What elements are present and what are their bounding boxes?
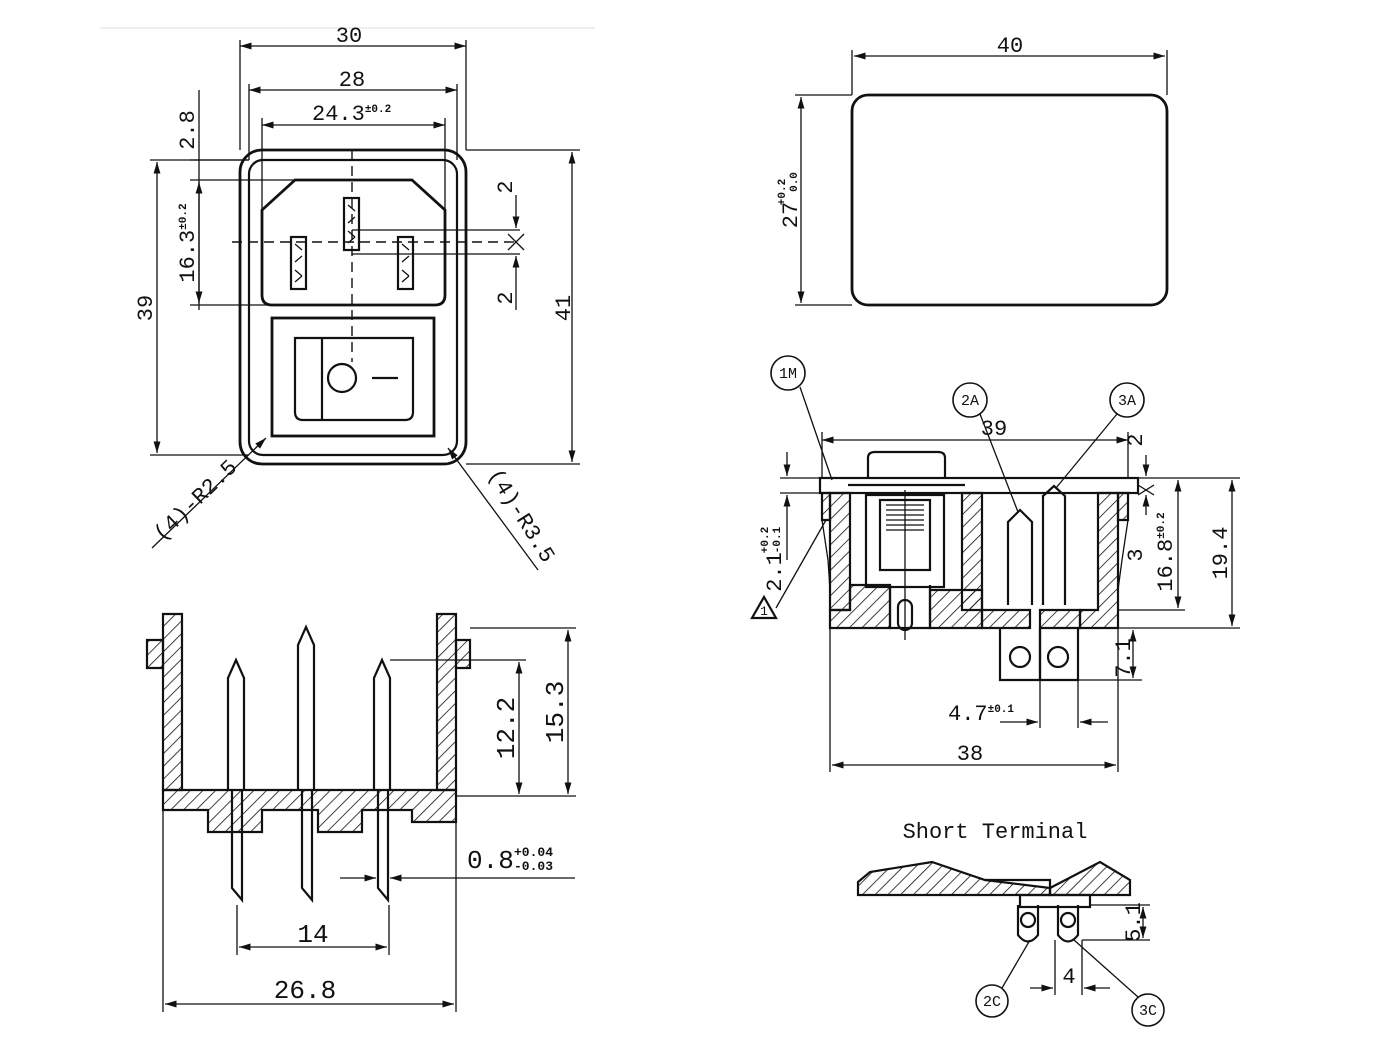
dim-top-height-tol-minus: 0.0 xyxy=(789,172,801,192)
dim-side-39: 39 xyxy=(981,417,1007,442)
callout-2c: 2C xyxy=(983,994,1001,1011)
dim-short-4: 4 xyxy=(1062,965,1075,990)
side-view: 1M 2A 3A 39 2 16.8±0.2 19.4 3 xyxy=(750,355,1240,772)
dim-top-height-tol-plus: +0.2 xyxy=(777,179,789,205)
dim-side-2-1: 2.1 xyxy=(763,552,788,592)
dim-side-2-1-tol-minus: -0.1 xyxy=(772,526,784,553)
dim-pin-thickness-tol-minus: -0.03 xyxy=(514,859,553,874)
inlet-pin-centre xyxy=(342,196,361,252)
dim-pin-thickness-tol-plus: +0.04 xyxy=(514,845,553,860)
dim-side-16-8: 16.8±0.2 xyxy=(1154,512,1179,591)
dim-side-7-1: 7.1 xyxy=(1112,638,1137,678)
inlet-pin-right xyxy=(396,235,415,291)
dim-side-19-4: 19.4 xyxy=(1209,527,1234,580)
top-view: 40 27 +0.2 0.0 xyxy=(777,34,1169,307)
dim-top-height: 27 xyxy=(779,202,804,228)
dim-depth-15-3: 15.3 xyxy=(541,681,571,743)
dim-short-5-1: 5.1 xyxy=(1122,902,1147,942)
callout-3a: 3A xyxy=(1118,393,1136,410)
dim-inlet-height: 16.3±0.2 xyxy=(176,203,201,282)
front-view: 30 28 24.3±0.2 2.8 16.3±0.2 39 41 xyxy=(134,24,580,571)
inlet-outline xyxy=(260,178,447,307)
section-pin-right xyxy=(372,657,392,904)
section-pin-centre xyxy=(296,624,316,904)
callout-2a: 2A xyxy=(961,393,979,410)
short-terminal-title: Short Terminal xyxy=(903,820,1088,845)
top-view-outline xyxy=(850,93,1169,307)
side-section-view: 12.2 15.3 0.8 +0.04 -0.03 14 26.8 xyxy=(145,612,576,1012)
switch-frame xyxy=(270,316,436,438)
dim-side-2: 2 xyxy=(1124,433,1149,446)
section-pin-left xyxy=(226,657,246,904)
dim-pin-thickness: 0.8 xyxy=(467,846,514,876)
dim-width-28: 28 xyxy=(339,68,365,93)
warning-number: 1 xyxy=(760,604,768,619)
terminal-2a xyxy=(1006,508,1034,605)
inlet-pin-left xyxy=(289,235,308,291)
dim-side-4-7: 4.7±0.1 xyxy=(948,702,1014,727)
callout-1m: 1M xyxy=(779,366,797,383)
dim-top-width: 40 xyxy=(997,34,1023,59)
warning-triangle xyxy=(750,594,778,620)
dim-depth-12-2: 12.2 xyxy=(492,697,522,759)
dim-body-width: 26.8 xyxy=(274,976,336,1006)
dim-side-38: 38 xyxy=(957,742,983,767)
callout-3c: 3C xyxy=(1139,1003,1157,1020)
rocker-switch xyxy=(293,336,415,422)
front-outer-frame xyxy=(238,148,468,466)
dim-pin-offset-bottom: 2 xyxy=(494,291,519,304)
short-terminal-view: Short Terminal 5.1 4 2C 3C xyxy=(856,820,1165,1027)
dim-pin-spacing: 14 xyxy=(297,920,328,950)
switch-off-symbol xyxy=(326,362,358,394)
dim-height-39: 39 xyxy=(134,295,159,321)
dim-top-offset: 2.8 xyxy=(176,110,201,150)
dim-side-3: 3 xyxy=(1124,548,1149,561)
radius-r3-5: (4)-R3.5 xyxy=(482,465,559,568)
dim-pin-span: 24.3±0.2 xyxy=(312,102,391,127)
dim-height-41: 41 xyxy=(552,295,577,321)
dim-width-30: 30 xyxy=(336,24,362,49)
dim-pin-offset-top: 2 xyxy=(494,180,519,193)
radius-r2-5: (4)-R2.5 xyxy=(150,455,243,546)
dim-side-2-1-tol-plus: +0.2 xyxy=(760,527,772,553)
terminal-3a xyxy=(1041,484,1067,605)
front-inner-frame xyxy=(247,158,459,457)
